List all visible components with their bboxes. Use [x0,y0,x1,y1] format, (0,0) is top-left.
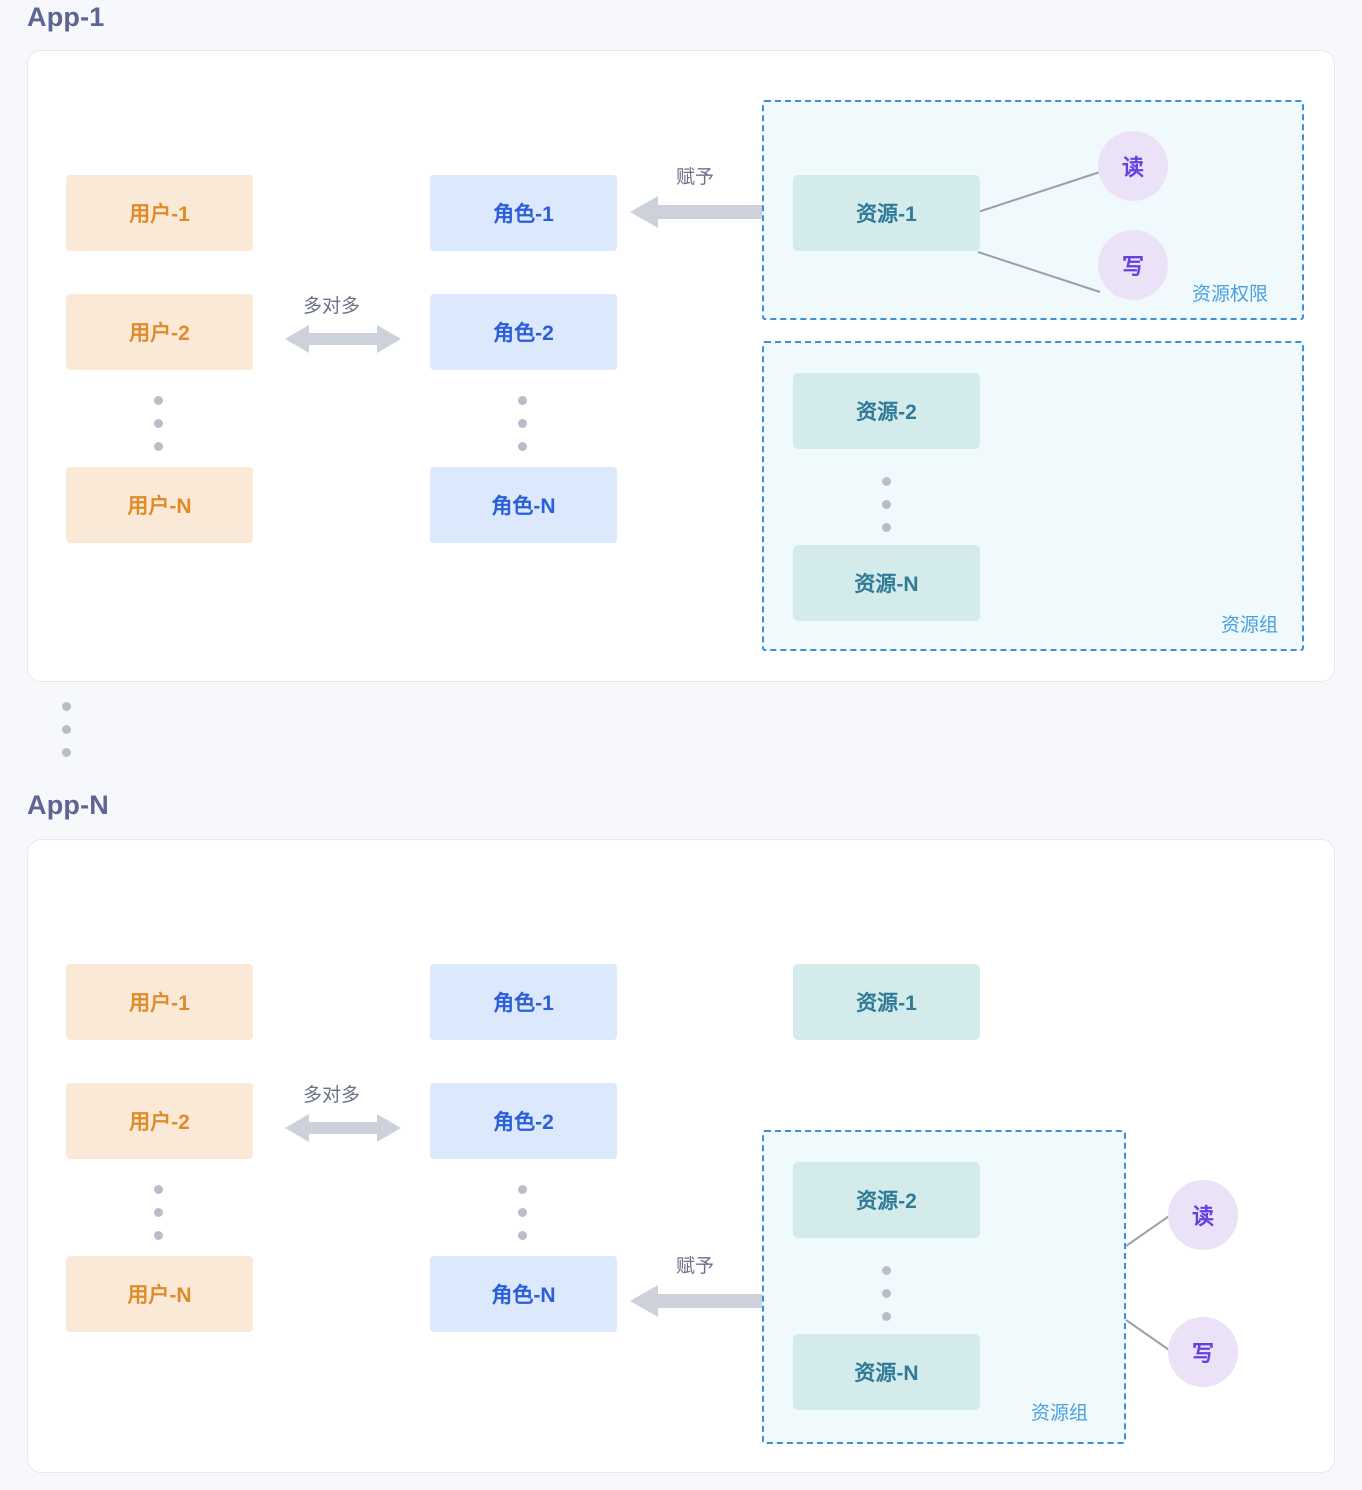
app-1-user-box-1[interactable]: 用户-1 [66,175,253,251]
dot [518,1185,527,1194]
app-n-many-to-many-arrow [285,1114,401,1142]
app-n-permission-read[interactable]: 读 [1168,1180,1238,1250]
app-1-resource-group-label: 资源组 [1221,615,1279,636]
dot [882,477,891,486]
app-n-role-box-2[interactable]: 角色-2 [430,1083,617,1159]
dot [154,1231,163,1240]
app-n-relation-label: 多对多 [303,1085,361,1106]
app-1-role-box-1[interactable]: 角色-1 [430,175,617,251]
app-1-title: App-1 [27,2,105,32]
app-n-resource-box-1[interactable]: 资源-1 [793,964,980,1040]
app-1-grant-arrow [630,196,764,228]
dot [62,725,71,734]
app-n-user-box-1[interactable]: 用户-1 [66,964,253,1040]
app-1-many-to-many-arrow [285,325,401,353]
app-1-role-box-2[interactable]: 角色-2 [430,294,617,370]
app-1-roles-ellipsis [518,396,527,451]
app-1-resource-box-1[interactable]: 资源-1 [793,175,980,251]
dot [882,1289,891,1298]
app-n-users-ellipsis [154,1185,163,1240]
app-n-resource-group-ellipsis [882,1266,891,1321]
app-1-permission-write[interactable]: 写 [1098,230,1168,300]
dot [882,1312,891,1321]
app-n-resource-box-2[interactable]: 资源-2 [793,1162,980,1238]
app-1-user-box-n[interactable]: 用户-N [66,467,253,543]
app-1-resource-box-n[interactable]: 资源-N [793,545,980,621]
app-n-permission-write[interactable]: 写 [1168,1317,1238,1387]
dot [518,1231,527,1240]
dot [882,500,891,509]
app-n-user-box-2[interactable]: 用户-2 [66,1083,253,1159]
dot [62,702,71,711]
app-n-resource-group-label: 资源组 [1031,1403,1089,1424]
app-1-relation-label: 多对多 [303,296,361,317]
dot [154,1185,163,1194]
app-n-roles-ellipsis [518,1185,527,1240]
dot [518,419,527,428]
app-1-user-box-2[interactable]: 用户-2 [66,294,253,370]
dot [62,748,71,757]
app-n-resource-box-n[interactable]: 资源-N [793,1334,980,1410]
dot [154,419,163,428]
app-1-role-box-n[interactable]: 角色-N [430,467,617,543]
app-n-role-box-1[interactable]: 角色-1 [430,964,617,1040]
app-n-resource-group-permission-connectors [1125,1213,1173,1353]
dot [518,442,527,451]
app-n-role-box-n[interactable]: 角色-N [430,1256,617,1332]
app-1-permission-read[interactable]: 读 [1098,131,1168,201]
app-1-resource-box-2[interactable]: 资源-2 [793,373,980,449]
dot [154,442,163,451]
dot [882,523,891,532]
dot [154,396,163,405]
dot [518,1208,527,1217]
app-1-resource-group-ellipsis [882,477,891,532]
app-n-title: App-N [27,790,109,820]
app-1-resource-permission-group-label: 资源权限 [1192,284,1269,305]
app-1-resource-permission-connectors [977,171,1101,293]
dot [518,396,527,405]
app-1-grant-label: 赋予 [676,167,715,188]
apps-separator-ellipsis [62,702,71,757]
dot [882,1266,891,1275]
dot [154,1208,163,1217]
app-n-user-box-n[interactable]: 用户-N [66,1256,253,1332]
app-1-users-ellipsis [154,396,163,451]
app-n-grant-arrow [630,1285,764,1317]
app-n-grant-label: 赋予 [676,1256,715,1277]
